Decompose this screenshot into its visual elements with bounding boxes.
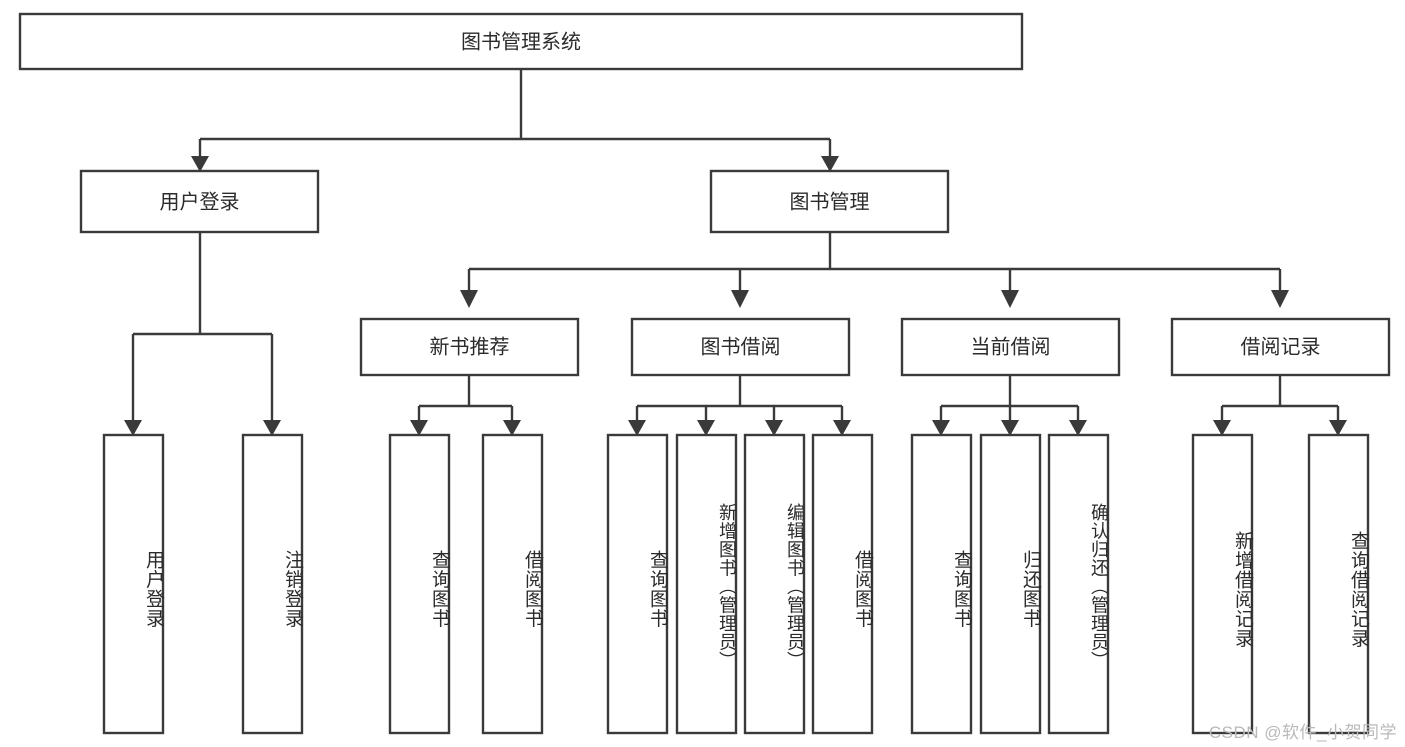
arrow-leaf-borrow-book-1 xyxy=(503,420,521,436)
node-new-book-recommend-label: 新书推荐 xyxy=(430,335,510,358)
arrow-borrow-record xyxy=(1271,290,1289,308)
node-leaf-query-book-1[interactable] xyxy=(388,433,451,735)
node-leaf-logout-login[interactable] xyxy=(241,433,304,735)
arrow-leaf-logout-login xyxy=(263,420,281,436)
node-current-borrow-label: 当前借阅 xyxy=(971,335,1051,358)
node-leaf-borrow-book-1[interactable] xyxy=(481,433,544,735)
arrow-leaf-add-book-admin xyxy=(697,420,715,436)
node-book-borrow-label: 图书借阅 xyxy=(701,335,781,358)
node-leaf-user-login[interactable] xyxy=(102,433,165,735)
arrow-leaf-query-book-3 xyxy=(932,420,950,436)
arrow-leaf-query-book-1 xyxy=(410,420,428,436)
arrow-leaf-user-login xyxy=(124,420,142,436)
node-book-manage[interactable] xyxy=(709,169,950,234)
arrow-leaf-confirm-return-admin xyxy=(1069,420,1087,436)
node-leaf-add-borrow-record[interactable] xyxy=(1191,433,1254,735)
node-new-book-recommend[interactable] xyxy=(359,317,580,377)
node-user-login[interactable] xyxy=(79,169,320,234)
node-current-borrow[interactable] xyxy=(900,317,1121,377)
node-book-borrow[interactable] xyxy=(630,317,851,377)
arrow-to-user-login xyxy=(191,156,209,172)
node-boxes: 图书管理系统 用户登录 图书管理 新书推荐 图书借阅 当前借阅 借阅记录 xyxy=(18,12,1391,735)
node-leaf-return-book[interactable] xyxy=(979,433,1042,735)
node-leaf-query-book-2[interactable] xyxy=(606,433,669,735)
arrow-to-book-manage xyxy=(821,156,839,172)
csdn-watermark: CSDN @软件_小贺同学 xyxy=(1208,723,1397,742)
arrow-leaf-query-borrow-record xyxy=(1329,420,1347,436)
node-root-label: 图书管理系统 xyxy=(461,30,581,53)
arrow-leaf-add-borrow-record xyxy=(1213,420,1231,436)
arrow-book-borrow xyxy=(731,290,749,308)
node-root[interactable] xyxy=(18,12,1024,71)
arrow-leaf-query-book-2 xyxy=(628,420,646,436)
node-borrow-record-label: 借阅记录 xyxy=(1241,335,1321,358)
node-leaf-query-book-3[interactable] xyxy=(910,433,973,735)
arrow-leaf-return-book xyxy=(1001,420,1019,436)
connectors xyxy=(124,69,1347,436)
node-borrow-record[interactable] xyxy=(1170,317,1391,377)
node-book-manage-label: 图书管理 xyxy=(790,190,870,213)
node-user-login-label: 用户登录 xyxy=(160,190,240,213)
node-leaf-borrow-book-2[interactable] xyxy=(811,433,874,735)
arrow-new-book-recommend xyxy=(460,290,478,308)
arrow-current-borrow xyxy=(1001,290,1019,308)
arrow-leaf-borrow-book-2 xyxy=(833,420,851,436)
arrow-leaf-edit-book-admin xyxy=(765,420,783,436)
node-leaf-confirm-return-admin[interactable] xyxy=(1047,433,1110,735)
node-leaf-query-borrow-record[interactable] xyxy=(1307,433,1370,735)
node-leaf-add-book-admin[interactable] xyxy=(675,433,738,735)
node-leaf-edit-book-admin[interactable] xyxy=(743,433,806,735)
